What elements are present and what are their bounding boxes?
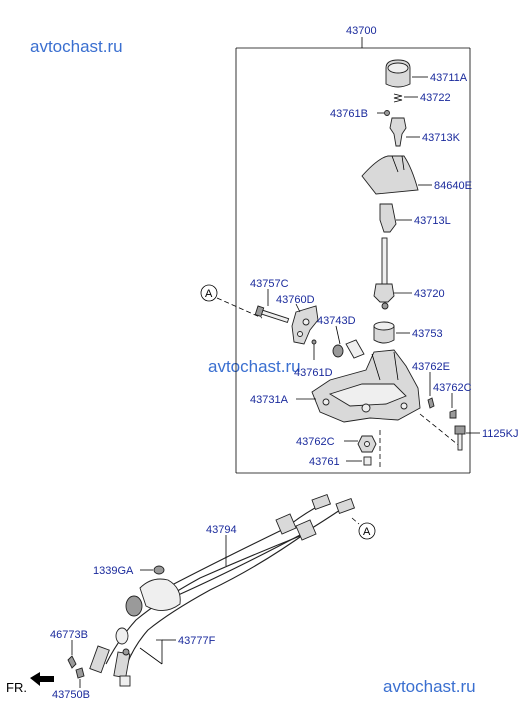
shift-knob <box>385 59 411 88</box>
label-43761D: 43761D <box>294 367 333 379</box>
shift-boot <box>361 155 419 195</box>
label-43713K: 43713K <box>422 132 461 144</box>
bushing <box>373 321 395 344</box>
svg-text:A: A <box>205 288 213 300</box>
label-43722: 43722 <box>420 92 451 104</box>
label-43762C-bottom: 43762C <box>296 436 335 448</box>
label-43731A: 43731A <box>250 394 289 406</box>
shift-cable-assembly <box>89 493 356 687</box>
select-lever <box>291 305 319 345</box>
label-1125KJ: 1125KJ <box>482 428 519 440</box>
label-43762C-right: 43762C <box>433 382 472 394</box>
assembly-boundary <box>235 47 471 474</box>
label-43777F: 43777F <box>178 635 216 647</box>
label-43762E: 43762E <box>412 361 450 373</box>
watermark-bottom: avtochast.ru <box>383 677 476 696</box>
front-arrow-icon <box>30 672 54 686</box>
spring <box>393 93 403 103</box>
label-43750B: 43750B <box>52 689 90 701</box>
knob-adapter <box>389 117 407 147</box>
nut-43762C <box>357 435 377 453</box>
clip-46773B <box>67 655 77 669</box>
watermark-middle: avtochast.ru <box>208 357 301 376</box>
clip-43750B <box>75 667 85 679</box>
detent-plate <box>332 339 365 359</box>
pin-43777F <box>139 647 163 665</box>
label-84640E: 84640E <box>434 180 472 192</box>
label-43761B: 43761B <box>330 108 368 120</box>
label-43757C: 43757C <box>250 278 289 290</box>
shift-housing <box>311 349 421 423</box>
reference-marker-a-top: A <box>200 284 218 302</box>
shaft-top <box>379 203 397 233</box>
pin-43761B <box>384 110 390 116</box>
pin-43761 <box>363 456 372 466</box>
label-43720: 43720 <box>414 288 445 300</box>
assembly-label: 43700 <box>346 25 377 37</box>
svg-text:A: A <box>363 526 371 538</box>
label-43794: 43794 <box>206 524 237 536</box>
label-1339GA: 1339GA <box>93 565 134 577</box>
clip-43762E <box>427 397 435 409</box>
label-43713L: 43713L <box>414 215 451 227</box>
label-43743D: 43743D <box>317 315 356 327</box>
label-43761: 43761 <box>309 456 340 468</box>
bolt-43757C <box>254 305 290 324</box>
direction-label: FR. <box>6 680 27 695</box>
shift-lever-shaft <box>373 237 395 310</box>
grommet-1339GA <box>153 565 165 575</box>
clip-43762C-right <box>449 409 457 419</box>
label-43753: 43753 <box>412 328 443 340</box>
bolt-1125KJ <box>454 425 466 451</box>
label-43711A: 43711A <box>430 72 468 84</box>
label-46773B: 46773B <box>50 629 88 641</box>
label-43760D: 43760D <box>276 294 315 306</box>
reference-marker-a-bottom: A <box>358 522 376 540</box>
watermark-top: avtochast.ru <box>30 37 123 56</box>
